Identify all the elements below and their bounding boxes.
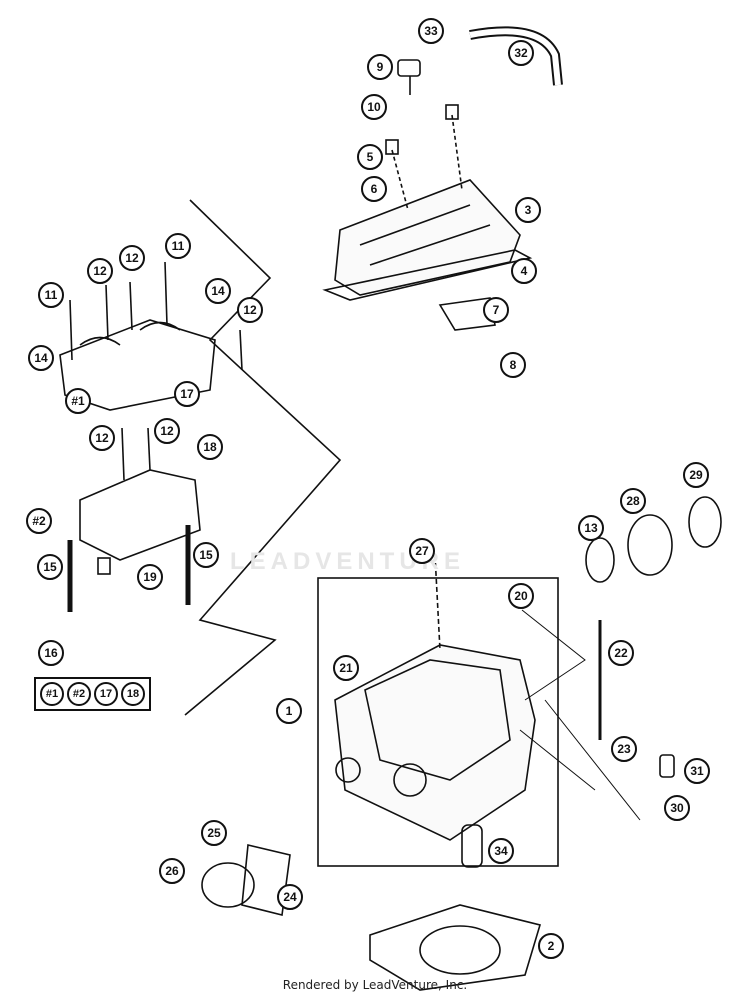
callout-19: 19 — [137, 564, 163, 590]
callout-26: 26 — [159, 858, 185, 884]
kit-box: #1 #2 17 18 — [34, 677, 151, 711]
cylinder-head-box — [317, 577, 559, 867]
kit-item: #2 — [67, 682, 91, 706]
valve-cover — [334, 179, 521, 296]
exhaust-flange — [201, 862, 255, 908]
callout-14: 14 — [205, 278, 231, 304]
callout-9: 9 — [367, 54, 393, 80]
kit-item: #1 — [40, 682, 64, 706]
head-gasket — [369, 904, 542, 991]
callout-25: 25 — [201, 820, 227, 846]
divider-line — [184, 199, 342, 716]
bracket — [438, 297, 496, 331]
callout-7: 7 — [483, 297, 509, 323]
callout-6: 6 — [361, 176, 387, 202]
callout-15: 15 — [193, 542, 219, 568]
callout-3: 3 — [515, 197, 541, 223]
callout-17: 17 — [174, 381, 200, 407]
callout-11: 11 — [165, 233, 191, 259]
callout-23: 23 — [611, 736, 637, 762]
callout-8: 8 — [500, 352, 526, 378]
callout-29: 29 — [683, 462, 709, 488]
callout-4: 4 — [511, 258, 537, 284]
callout-22: 22 — [608, 640, 634, 666]
callout-27: 27 — [409, 538, 435, 564]
callout-1: 1 — [276, 698, 302, 724]
callout-20: 20 — [508, 583, 534, 609]
callout-13: 13 — [578, 515, 604, 541]
callout-12: 12 — [237, 297, 263, 323]
clamp-13 — [585, 537, 615, 583]
callout-2: 2 — [538, 933, 564, 959]
callout-12: 12 — [154, 418, 180, 444]
callout-16: 16 — [38, 640, 64, 666]
breather-fitting — [397, 59, 421, 77]
callout-33: 33 — [418, 18, 444, 44]
callout-12: 12 — [89, 425, 115, 451]
callout-15: 15 — [37, 554, 63, 580]
callout-5: 5 — [357, 144, 383, 170]
cylinder-head — [334, 644, 536, 841]
cam-bridge-lower — [79, 469, 201, 561]
callout-30: 30 — [664, 795, 690, 821]
callout-18: 18 — [197, 434, 223, 460]
callout-12: 12 — [87, 258, 113, 284]
callout-14: 14 — [28, 345, 54, 371]
kit-item: 17 — [94, 682, 118, 706]
callout-21: 21 — [333, 655, 359, 681]
callout-1-bridge: #1 — [65, 388, 91, 414]
callout-28: 28 — [620, 488, 646, 514]
callout-32: 32 — [508, 40, 534, 66]
exhaust-gasket — [241, 844, 291, 916]
clamp-29 — [688, 496, 722, 548]
kit-item: 18 — [121, 682, 145, 706]
footer-credit: Rendered by LeadVenture, Inc. — [282, 978, 468, 992]
intake-boot — [627, 514, 673, 576]
callout-10: 10 — [361, 94, 387, 120]
callout-31: 31 — [684, 758, 710, 784]
callout-34: 34 — [488, 838, 514, 864]
callout-11: 11 — [38, 282, 64, 308]
callout-12: 12 — [119, 245, 145, 271]
callout-2-bridge: #2 — [26, 508, 52, 534]
callout-24: 24 — [277, 884, 303, 910]
